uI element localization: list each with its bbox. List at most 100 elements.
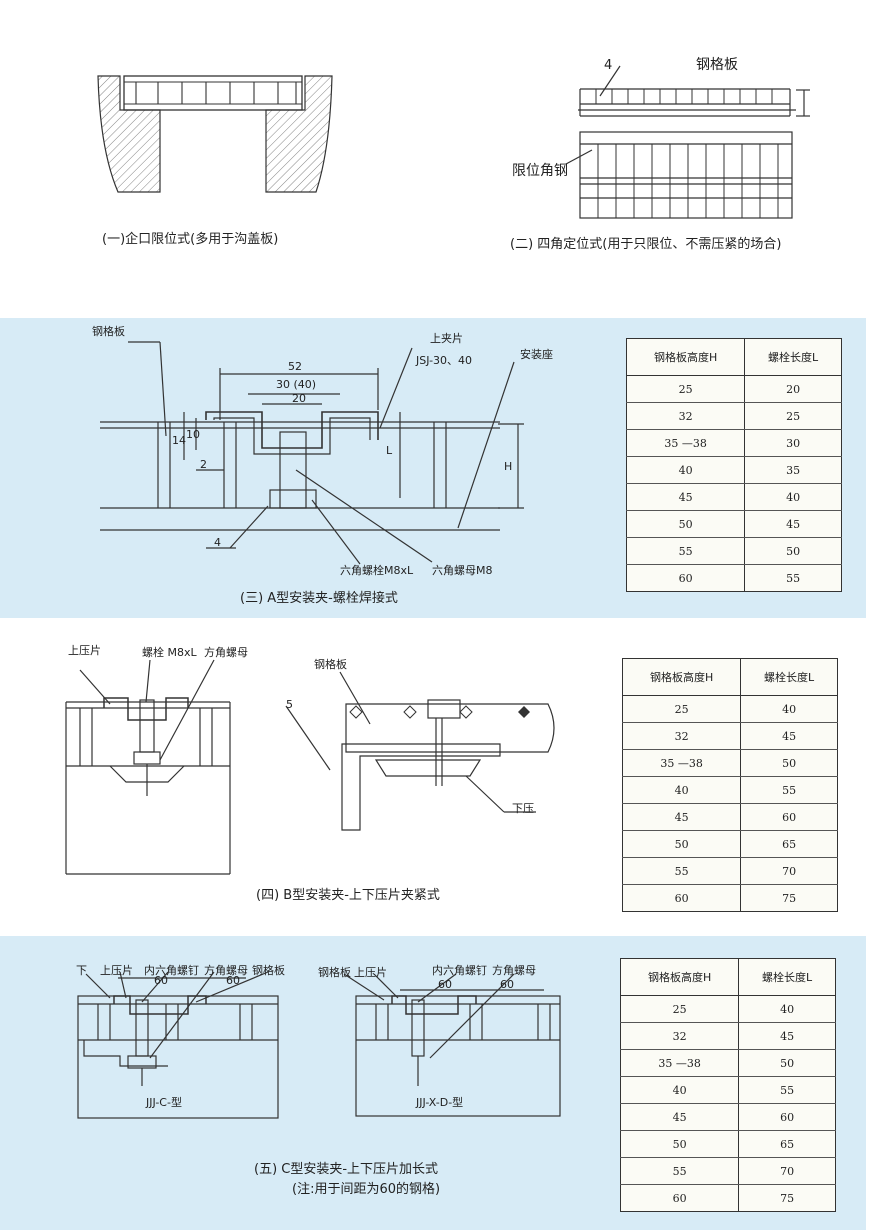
grating-label-b: 钢格板 — [314, 658, 347, 671]
cell-grating-height: 60 — [619, 1184, 740, 1212]
cell-bolt-length: 35 — [744, 456, 842, 484]
header-bolt-length: 螺栓长度L — [744, 338, 842, 376]
hex-bolt-label: 六角螺栓M8xL — [340, 564, 414, 577]
model-jjj-x-d: JJJ-X-D-型 — [416, 1096, 464, 1109]
cell-bolt-length: 40 — [738, 995, 836, 1023]
header-bolt-length: 螺栓长度L — [740, 658, 838, 696]
cell-grating-height: 35 —38 — [625, 429, 746, 457]
cell-bolt-length: 50 — [738, 1049, 836, 1077]
caption-tongue-limit: (一)企口限位式(多用于沟盖板) — [102, 232, 279, 247]
hex-socket-screw-label-d: 内六角螺钉 — [432, 964, 487, 977]
cell-bolt-length: 75 — [738, 1184, 836, 1212]
upper-plate-label-c: 上压片 — [100, 964, 133, 977]
grating-label-a: 钢格板 — [92, 325, 125, 338]
dim-60-left-a: 60 — [154, 974, 168, 987]
dim-14: 14 — [172, 434, 186, 447]
upper-clip-label: 上夹片 — [430, 332, 463, 345]
cell-grating-height: 55 — [621, 857, 742, 885]
cell-grating-height: 35 —38 — [621, 749, 742, 777]
hex-nut-label: 六角螺母M8 — [432, 564, 493, 577]
header-grating-height: 钢格板高度H — [619, 958, 740, 996]
caption-corner-positioning: (二) 四角定位式(用于只限位、不需压紧的场合) — [510, 237, 782, 252]
header-grating-height: 钢格板高度H — [621, 658, 742, 696]
dim-52: 52 — [288, 360, 302, 373]
cell-bolt-length: 20 — [744, 375, 842, 403]
weld-size-label: 4 — [604, 58, 613, 73]
cell-bolt-length: 65 — [740, 830, 838, 858]
cell-bolt-length: 45 — [744, 510, 842, 538]
cell-bolt-length: 70 — [740, 857, 838, 885]
cell-grating-height: 40 — [621, 776, 742, 804]
cell-bolt-length: 40 — [740, 695, 838, 723]
grating-label-d: 钢格板 — [318, 966, 351, 979]
cell-grating-height: 60 — [621, 884, 742, 912]
lower-label-c: 下 — [76, 964, 87, 977]
cell-grating-height: 25 — [621, 695, 742, 723]
header-grating-height: 钢格板高度H — [625, 338, 746, 376]
caption-type-c-line2: (注:用于间距为60的钢格) — [292, 1182, 441, 1197]
caption-type-b: (四) B型安装夹-上下压片夹紧式 — [256, 888, 440, 903]
model-jjj-c: JJJ-C-型 — [146, 1096, 182, 1109]
header-bolt-length: 螺栓长度L — [738, 958, 836, 996]
lower-plate-label: 下压 — [512, 802, 534, 815]
cell-bolt-length: 45 — [738, 1022, 836, 1050]
square-nut-label: 方角螺母 — [204, 646, 248, 659]
cell-grating-height: 45 — [621, 803, 742, 831]
cell-bolt-length: 55 — [744, 564, 842, 592]
dim-60-right-a: 60 — [438, 978, 452, 991]
dim-H: H — [504, 460, 513, 473]
cell-grating-height: 32 — [619, 1022, 740, 1050]
cell-grating-height: 45 — [625, 483, 746, 511]
upper-plate-label: 上压片 — [68, 644, 101, 657]
cell-grating-height: 50 — [619, 1130, 740, 1158]
cell-grating-height: 32 — [621, 722, 742, 750]
clip-model-label: JSJ-30、40 — [416, 354, 473, 367]
cell-grating-height: 32 — [625, 402, 746, 430]
square-nut-label-c: 方角螺母 — [204, 964, 248, 977]
limit-angle-label: 限位角钢 — [512, 163, 568, 179]
cell-grating-height: 40 — [619, 1076, 740, 1104]
cell-bolt-length: 60 — [740, 803, 838, 831]
cell-grating-height: 55 — [625, 537, 746, 565]
cell-bolt-length: 70 — [738, 1157, 836, 1185]
cell-bolt-length: 65 — [738, 1130, 836, 1158]
dim-20: 20 — [292, 392, 306, 405]
diagram-tongue-limit — [97, 75, 333, 193]
cell-bolt-length: 50 — [740, 749, 838, 777]
dim-60-left-b: 60 — [226, 974, 240, 987]
cell-grating-height: 25 — [625, 375, 746, 403]
dim-60-right-b: 60 — [500, 978, 514, 991]
cell-grating-height: 50 — [625, 510, 746, 538]
square-nut-label-d: 方角螺母 — [492, 964, 536, 977]
cell-bolt-length: 45 — [740, 722, 838, 750]
dim-10: 10 — [186, 428, 200, 441]
cell-bolt-length: 25 — [744, 402, 842, 430]
upper-plate-label-d: 上压片 — [354, 966, 387, 979]
cell-grating-height: 60 — [625, 564, 746, 592]
